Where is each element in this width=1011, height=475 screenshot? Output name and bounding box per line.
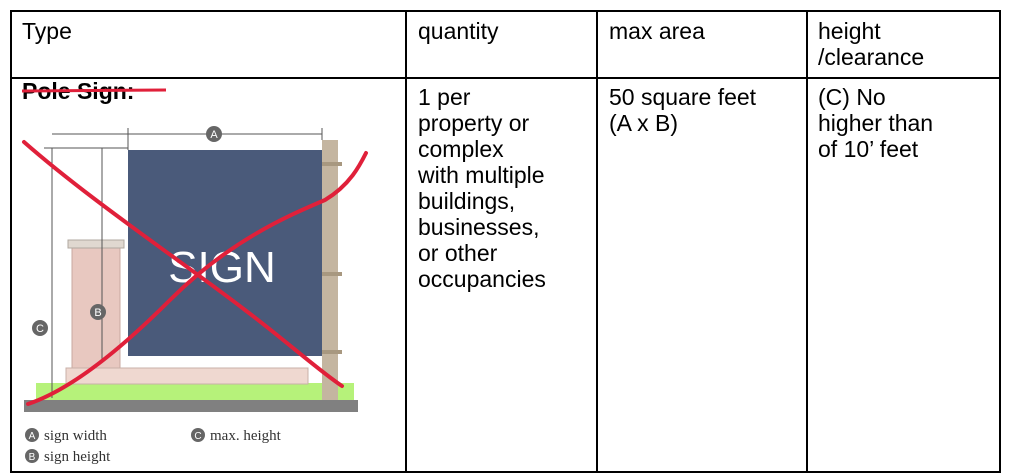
strike-through-title xyxy=(21,88,167,93)
height-cell: (C) No higher than of 10’ feet xyxy=(818,84,934,162)
brick-base xyxy=(65,367,309,385)
legend-item-a: A sign width xyxy=(25,428,107,444)
legend-item-c: C max. height xyxy=(191,428,282,444)
svg-text:A: A xyxy=(210,129,218,141)
svg-text:C: C xyxy=(36,323,44,335)
svg-text:max. height: max. height xyxy=(210,428,282,444)
table-border-bottom xyxy=(10,471,1001,473)
header-type: Type xyxy=(22,18,72,44)
marker-b: B xyxy=(90,304,106,320)
table-col-divider-1 xyxy=(405,10,407,473)
svg-text:sign width: sign width xyxy=(44,428,107,444)
table-border-left xyxy=(10,10,12,473)
table-border-top xyxy=(10,10,1001,12)
header-quantity: quantity xyxy=(418,18,499,44)
quantity-cell: 1 per property or complex with multiple … xyxy=(418,84,546,292)
table-header-divider xyxy=(10,77,1001,79)
svg-text:B: B xyxy=(94,307,101,319)
brick-pier-cap xyxy=(67,239,125,249)
pole xyxy=(322,140,338,400)
max-area-cell: 50 square feet (A x B) xyxy=(609,84,757,136)
pole-bracket-low xyxy=(318,350,342,354)
svg-text:sign height: sign height xyxy=(44,449,111,465)
pole-bracket-mid xyxy=(318,272,342,276)
strike-x-stroke-1 xyxy=(22,140,344,388)
table-border-right xyxy=(999,10,1001,473)
svg-text:B: B xyxy=(29,452,36,463)
grass-strip xyxy=(36,383,354,400)
table-col-divider-3 xyxy=(806,10,808,473)
pole-bracket-top xyxy=(318,162,342,166)
table-col-divider-2 xyxy=(596,10,598,473)
svg-text:C: C xyxy=(194,431,201,442)
header-height-clearance: height /clearance xyxy=(818,18,925,70)
strike-x-stroke-2 xyxy=(26,151,368,406)
marker-c: C xyxy=(32,320,48,336)
svg-text:A: A xyxy=(29,431,36,442)
ground-strip xyxy=(24,400,358,412)
header-max-area: max area xyxy=(609,18,705,44)
marker-a: A xyxy=(206,126,222,142)
legend-item-b: B sign height xyxy=(25,449,111,465)
